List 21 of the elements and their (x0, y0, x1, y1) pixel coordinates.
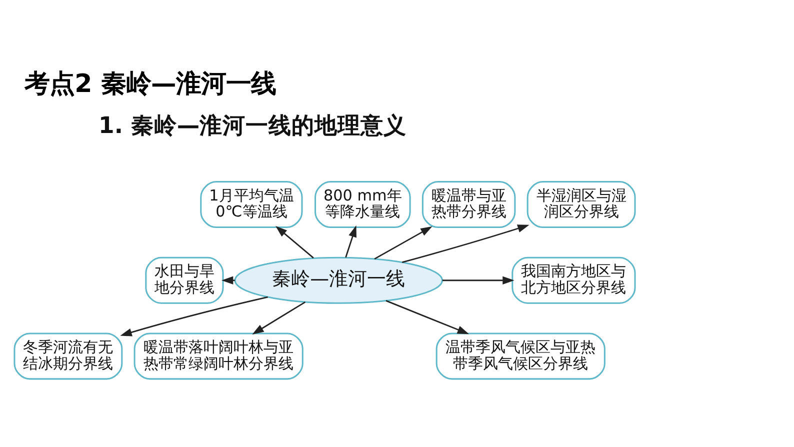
arrow (275, 226, 314, 258)
node-box: 半湿润区与湿润区分界线 (526, 181, 636, 228)
node-box: 水田与旱地分界线 (144, 256, 224, 304)
label: 1. 秦岭—淮河一线的地理意义 (98, 113, 406, 140)
node-box: 1月平均气温0℃等温线 (200, 181, 302, 228)
arrow (374, 226, 432, 260)
node-box: 暖温带落叶阔叶林与亚热带常绿阔叶林分界线 (133, 332, 303, 380)
arrow (385, 300, 469, 334)
node-box: 暖温带与亚热带分界线 (421, 181, 516, 228)
node-box: 温带季风气候区与亚热带季风气候区分界线 (435, 332, 605, 380)
diagram-title: 考点2 秦岭—淮河一线 (24, 69, 276, 98)
node-box: 我国南方地区与北方地区分界线 (511, 256, 636, 304)
arrow (221, 276, 234, 284)
node-box: 冬季河流有无结冰期分界线 (13, 332, 122, 380)
arrow (120, 296, 268, 336)
arrow (252, 301, 306, 334)
arrow (401, 224, 529, 264)
node-ellipse: 秦岭—淮河一线 (234, 256, 443, 304)
arrow (442, 276, 514, 284)
arrow (344, 225, 356, 258)
node-box: 800 mm年等降水量线 (314, 181, 410, 228)
